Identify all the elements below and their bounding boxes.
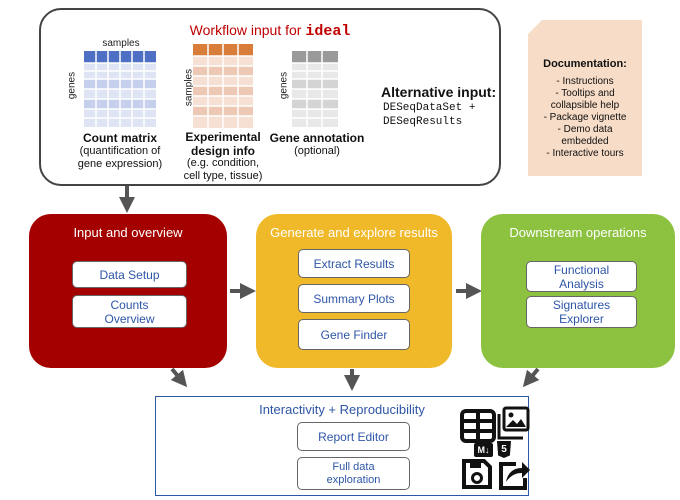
signatures-explorer-button[interactable]: Signatures Explorer <box>526 296 637 328</box>
markdown-icon: M↓ <box>474 443 493 457</box>
signatures-explorer-label: Signatures <box>552 298 611 312</box>
interactivity-title: Interactivity + Reproducibility <box>259 402 425 417</box>
signatures-explorer-label: Explorer <box>559 312 604 326</box>
doc-item: - Instructions <box>556 76 614 87</box>
alternative-input-line: DESeqDataSet + <box>383 102 476 114</box>
design-title-line: design info <box>191 144 255 158</box>
functional-analysis-button[interactable]: Functional Analysis <box>526 261 637 292</box>
alternative-input-text: DESeqDataSet + DESeqResults <box>383 101 503 129</box>
data-setup-button[interactable]: Data Setup <box>72 261 187 288</box>
full-data-label: Full data <box>332 460 375 473</box>
panel-input-overview: Input and overview <box>29 214 227 368</box>
gene-finder-button[interactable]: Gene Finder <box>298 319 410 350</box>
share-icon <box>499 462 530 490</box>
workflow-title-text: Workflow input for <box>189 22 306 38</box>
alternative-input-title: Alternative input: <box>381 84 497 100</box>
counts-overview-label: Overview <box>104 311 155 326</box>
annotation-title: Gene annotation <box>269 131 365 145</box>
doc-item: embedded <box>561 136 609 147</box>
design-title-line: Experimental <box>185 130 261 144</box>
count-matrix-subtitle-line: gene expression) <box>77 158 163 170</box>
functional-analysis-label: Analysis <box>559 276 604 291</box>
design-subtitle-line: cell type, tissue) <box>183 170 263 182</box>
design-title: Experimental design info <box>173 130 273 158</box>
arrow-downstream-to-interactivity <box>522 367 540 388</box>
full-data-label: exploration <box>326 473 381 486</box>
alternative-input-line: DESeqResults <box>383 116 463 128</box>
doc-item: - Demo data <box>557 124 613 135</box>
count-matrix-grid <box>84 51 156 127</box>
count-matrix-title: Count matrix <box>82 131 157 145</box>
documentation-box: Documentation: - Instructions - Tooltips… <box>528 20 642 176</box>
doc-item: - Tooltips and <box>555 88 615 99</box>
counts-overview-label: Counts <box>110 297 149 312</box>
documentation-title: Documentation: <box>543 58 627 70</box>
count-matrix-col-label: samples <box>102 38 140 49</box>
doc-corner-fold <box>528 20 542 34</box>
panel-input-overview-title: Input and overview <box>73 225 183 240</box>
panel-results-title: Generate and explore results <box>270 225 438 240</box>
doc-item: collapsible help <box>550 100 620 111</box>
full-data-exploration-button[interactable]: Full data exploration <box>297 457 410 490</box>
functional-analysis-label: Functional <box>553 262 610 277</box>
workflow-title-code: ideal <box>305 23 351 40</box>
design-grid <box>193 44 253 128</box>
doc-item: - Package vignette <box>543 112 627 123</box>
documentation-list: - Instructions - Tooltips and collapsibl… <box>528 76 642 160</box>
design-subtitle-line: (e.g. condition, <box>186 157 260 169</box>
report-editor-button[interactable]: Report Editor <box>297 422 410 451</box>
annotation-subtitle: (optional) <box>294 145 340 157</box>
count-matrix-subtitle-line: (quantification of <box>79 145 161 157</box>
workflow-input-title: Workflow input for ideal <box>150 22 390 40</box>
extract-results-button[interactable]: Extract Results <box>298 249 410 278</box>
arrow-overview-to-interactivity <box>170 367 188 388</box>
annotation-grid <box>292 51 338 127</box>
html5-icon: 5 <box>497 441 511 458</box>
design-subtitle: (e.g. condition, cell type, tissue) <box>168 157 278 183</box>
doc-item: - Interactive tours <box>546 148 624 159</box>
summary-plots-button[interactable]: Summary Plots <box>298 284 410 313</box>
save-icon <box>462 459 492 489</box>
table-icon <box>460 409 496 443</box>
count-matrix-subtitle: (quantification of gene expression) <box>62 145 178 171</box>
counts-overview-button[interactable]: Counts Overview <box>72 295 187 328</box>
image-gallery-icon <box>497 406 530 440</box>
panel-downstream-title: Downstream operations <box>509 225 647 240</box>
